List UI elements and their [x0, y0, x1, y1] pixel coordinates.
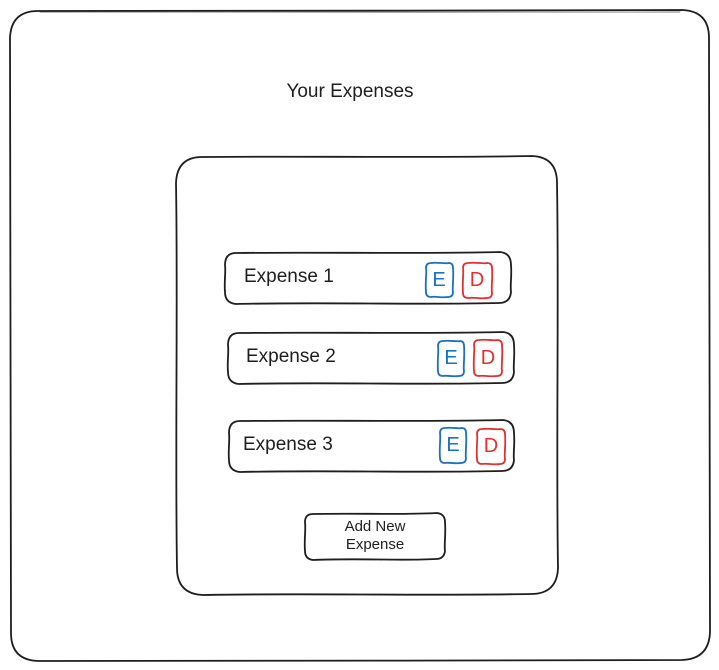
add-expense-label: Add New Expense [344, 518, 406, 553]
expense-label: Expense 1 [244, 266, 334, 287]
expense-row: Expense 1 [225, 253, 511, 301]
edit-expense-button[interactable]: E [444, 347, 458, 369]
delete-expense-button[interactable]: D [483, 435, 499, 457]
edit-expense-button[interactable]: E [446, 434, 460, 456]
expense-label: Expense 2 [246, 346, 336, 367]
expense-row: Expense 2 [228, 333, 514, 381]
expense-row: Expense 3 [229, 421, 514, 469]
delete-expense-button[interactable]: D [480, 347, 496, 369]
add-expense-button[interactable]: Add New Expense [306, 513, 444, 559]
expense-label: Expense 3 [243, 434, 333, 455]
edit-expense-button[interactable]: E [432, 269, 446, 291]
page-title: Your Expenses [286, 81, 414, 102]
delete-expense-button[interactable]: D [469, 269, 485, 291]
